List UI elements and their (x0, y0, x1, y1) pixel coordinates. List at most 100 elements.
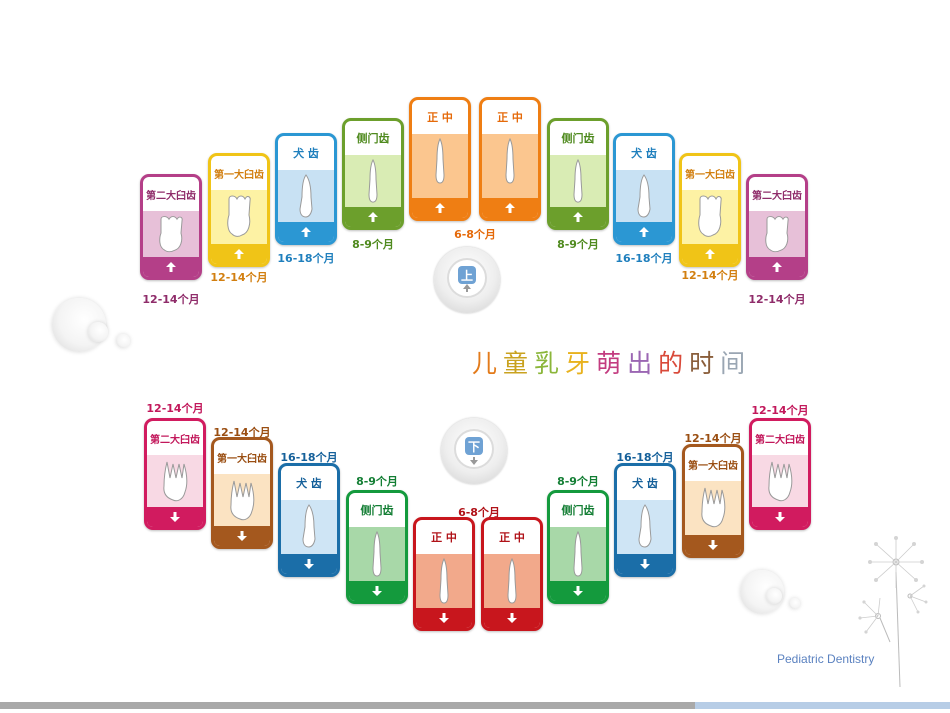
tooth-body (616, 170, 672, 222)
tooth-body (412, 134, 468, 198)
tooth-name: 犬 齿 (293, 147, 319, 160)
tooth-body (345, 155, 401, 207)
down-arrow-icon (237, 531, 247, 541)
lower-tooth-card: 第二大臼齿 (144, 418, 206, 530)
upper-jaw-label: 上 (458, 266, 476, 284)
lower-tooth-card: 正 中 (481, 517, 543, 631)
title-char: 乳 (534, 349, 566, 378)
decorative-bubble-tiny-left (116, 334, 130, 348)
upper-tooth-card: 第一大臼齿 (679, 153, 741, 267)
down-arrow-icon (573, 586, 583, 596)
eruption-age-label: 8-9个月 (557, 475, 599, 488)
up-arrow-icon (639, 227, 649, 237)
upper-tooth-card: 第二大臼齿 (140, 174, 202, 280)
dandelion-icon (858, 536, 928, 688)
tooth-name: 正 中 (431, 531, 457, 544)
tooth-footer (550, 581, 606, 601)
down-arrow-icon (640, 559, 650, 569)
eruption-age-label: 12-14个月 (748, 293, 806, 306)
up-arrow-icon (573, 212, 583, 222)
tooth-name: 侧门齿 (356, 132, 390, 145)
decorative-bubble-small-right (766, 588, 782, 604)
up-arrow-icon (301, 227, 311, 237)
incisor-tooth-icon (372, 530, 382, 577)
upper-jaw-badge-inner: 上 (447, 258, 487, 298)
tooth-name: 第二大臼齿 (150, 434, 200, 446)
tooth-body (682, 190, 738, 244)
tooth-footer (484, 608, 540, 628)
title-char: 的 (658, 349, 690, 378)
decorative-bubble-tiny-right (789, 598, 800, 609)
molar-tooth-icon (230, 480, 255, 521)
tooth-footer (482, 198, 538, 218)
lower-tooth-card: 第二大臼齿 (749, 418, 811, 530)
molar-tooth-icon (163, 461, 188, 502)
lower-jaw-label: 下 (465, 437, 483, 455)
tooth-footer (214, 526, 270, 546)
tooth-footer (349, 581, 405, 601)
upper-tooth-card: 第一大臼齿 (208, 153, 270, 267)
eruption-age-label: 12-14个月 (213, 426, 271, 439)
up-arrow-icon (368, 212, 378, 222)
tooth-footer (416, 608, 472, 628)
up-arrow-icon (234, 249, 244, 259)
down-arrow-icon (470, 457, 478, 465)
tooth-name: 第一大臼齿 (685, 169, 735, 181)
tooth-body (550, 527, 606, 581)
upper-tooth-card: 侧门齿 (547, 118, 609, 230)
upper-tooth-card: 正 中 (409, 97, 471, 221)
tooth-footer (685, 535, 741, 555)
upper-tooth-card: 正 中 (479, 97, 541, 221)
tooth-body (211, 190, 267, 244)
tooth-footer (281, 554, 337, 574)
up-arrow-icon (505, 203, 515, 213)
incisor-tooth-icon (507, 557, 517, 604)
tooth-body (482, 134, 538, 198)
molar-tooth-icon (768, 461, 793, 502)
tooth-body (550, 155, 606, 207)
bottom-bar (0, 702, 950, 709)
down-arrow-icon (708, 540, 718, 550)
footer-text: Pediatric Dentistry (777, 652, 875, 666)
eruption-age-label: 12-14个月 (146, 402, 204, 415)
canine-tooth-icon (638, 504, 652, 548)
eruption-age-label: 6-8个月 (454, 228, 496, 241)
up-arrow-icon (772, 262, 782, 272)
tooth-body (214, 474, 270, 526)
eruption-age-label: 16-18个月 (280, 451, 338, 464)
tooth-name: 第二大臼齿 (146, 190, 196, 202)
title-char: 萌 (596, 349, 628, 378)
tooth-name: 犬 齿 (631, 147, 657, 160)
canine-tooth-icon (637, 174, 651, 218)
tooth-footer (278, 222, 334, 242)
tooth-body (349, 527, 405, 581)
upper-tooth-card: 犬 齿 (275, 133, 337, 245)
eruption-age-label: 8-9个月 (356, 475, 398, 488)
tooth-footer (211, 244, 267, 264)
eruption-age-label: 12-14个月 (684, 432, 742, 445)
title-char: 出 (627, 349, 659, 378)
lower-jaw-badge: 下 (441, 418, 507, 484)
page-title: 儿童乳牙萌出的时间 (472, 344, 751, 380)
tooth-body (749, 211, 805, 257)
tooth-footer (616, 222, 672, 242)
eruption-age-label: 16-18个月 (615, 252, 673, 265)
tooth-name: 正 中 (497, 111, 523, 124)
tooth-footer (147, 507, 203, 527)
down-arrow-icon (372, 586, 382, 596)
tooth-body (278, 170, 334, 222)
eruption-age-label: 6-8个月 (458, 506, 500, 519)
canine-tooth-icon (299, 174, 313, 218)
down-arrow-icon (775, 512, 785, 522)
tooth-name: 侧门齿 (561, 504, 595, 517)
molar-tooth-icon (159, 216, 183, 253)
tooth-name: 犬 齿 (296, 477, 322, 490)
tooth-name: 第一大臼齿 (688, 460, 738, 472)
tooth-footer (143, 257, 199, 277)
tooth-body (685, 481, 741, 535)
tooth-footer (412, 198, 468, 218)
down-arrow-icon (507, 613, 517, 623)
bottom-bar-accent (695, 702, 950, 709)
tooth-body (752, 455, 808, 507)
incisor-tooth-icon (573, 158, 583, 203)
